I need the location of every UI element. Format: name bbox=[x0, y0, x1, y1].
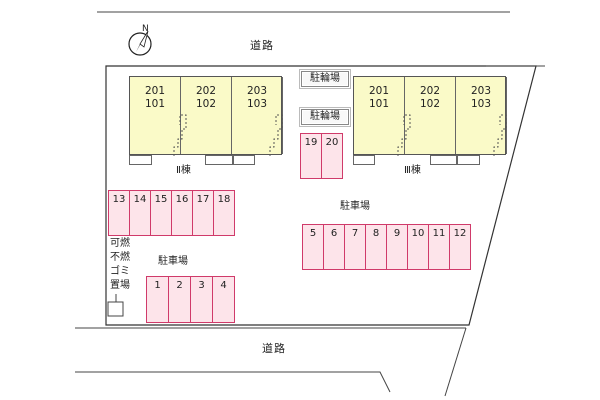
garbage-char: ゴ bbox=[110, 266, 120, 277]
unit-number-lower: 103 bbox=[470, 98, 492, 110]
unit-number-lower: 102 bbox=[419, 98, 441, 110]
north-arrow-icon: N bbox=[128, 24, 152, 56]
unit-column: 202 102 bbox=[405, 77, 456, 154]
parking-space: 19 bbox=[300, 133, 322, 179]
building-label-ii: Ⅱ棟 bbox=[176, 165, 191, 176]
unit-column: 201 101 bbox=[354, 77, 405, 154]
unit-number-upper: 201 bbox=[144, 85, 166, 97]
unit-number-upper: 202 bbox=[195, 85, 217, 97]
parking-space: 13 bbox=[108, 190, 130, 236]
parking-area-label: 駐車場 bbox=[340, 201, 370, 212]
unit-number-lower: 101 bbox=[368, 98, 390, 110]
unit-number-lower: 102 bbox=[195, 98, 217, 110]
unit-number-lower: 103 bbox=[246, 98, 268, 110]
stair-outline bbox=[397, 114, 507, 156]
bicycle-parking-label: 駐輪場 bbox=[299, 69, 351, 89]
parking-space: 17 bbox=[192, 190, 214, 236]
unit-number-lower: 101 bbox=[144, 98, 166, 110]
parking-space: 9 bbox=[386, 224, 408, 270]
entrance-step bbox=[430, 155, 457, 165]
unit-number-upper: 201 bbox=[368, 85, 390, 97]
unit-number-upper: 203 bbox=[246, 85, 268, 97]
entrance-step bbox=[205, 155, 233, 165]
building-iii: 201 101 202 102 203 103 bbox=[353, 76, 507, 156]
parking-area-label: 駐車場 bbox=[158, 256, 188, 267]
parking-row-19-20: 19 20 bbox=[300, 133, 343, 179]
parking-space: 14 bbox=[129, 190, 151, 236]
parking-space: 4 bbox=[212, 276, 235, 323]
unit-number-upper: 202 bbox=[419, 85, 441, 97]
garbage-char: 燃 bbox=[120, 238, 130, 249]
parking-row-13-18: 13 14 15 16 17 18 bbox=[108, 190, 235, 236]
parking-space: 7 bbox=[344, 224, 366, 270]
entrance-step bbox=[457, 155, 480, 165]
garbage-bin-icon bbox=[107, 294, 124, 317]
parking-space: 10 bbox=[407, 224, 429, 270]
north-label: N bbox=[142, 24, 149, 34]
garbage-char: 燃 bbox=[120, 252, 130, 263]
stair-outline bbox=[173, 114, 283, 156]
parking-row-5-12: 5 6 7 8 9 10 11 12 bbox=[302, 224, 471, 270]
parking-space: 1 bbox=[146, 276, 169, 323]
unit-column: 201 101 bbox=[130, 77, 181, 154]
parking-space: 2 bbox=[168, 276, 191, 323]
garbage-char: 場 bbox=[120, 280, 130, 291]
parking-space: 20 bbox=[321, 133, 343, 179]
entrance-step bbox=[129, 155, 152, 165]
garbage-char: 置 bbox=[110, 280, 120, 291]
parking-space: 12 bbox=[449, 224, 471, 270]
parking-row-1-4: 1 2 3 4 bbox=[146, 276, 235, 323]
unit-column: 202 102 bbox=[181, 77, 232, 154]
garbage-char: ミ bbox=[120, 266, 130, 277]
parking-space: 8 bbox=[365, 224, 387, 270]
bicycle-parking-label: 駐輪場 bbox=[299, 107, 351, 127]
building-ii: 201 101 202 102 203 103 bbox=[129, 76, 283, 156]
parking-space: 18 bbox=[213, 190, 235, 236]
garbage-char: 不 bbox=[110, 252, 120, 263]
entrance-step bbox=[353, 155, 375, 165]
parking-space: 11 bbox=[428, 224, 450, 270]
parking-space: 6 bbox=[323, 224, 345, 270]
unit-number-upper: 203 bbox=[470, 85, 492, 97]
entrance-step bbox=[233, 155, 255, 165]
parking-space: 3 bbox=[190, 276, 213, 323]
garbage-area-label: 可燃 不燃 ゴミ 置場 bbox=[107, 237, 133, 293]
building-label-iii: Ⅲ棟 bbox=[404, 165, 421, 176]
parking-space: 15 bbox=[150, 190, 172, 236]
parking-space: 16 bbox=[171, 190, 193, 236]
road-label-top: 道路 bbox=[250, 39, 274, 52]
road-label-bottom: 道路 bbox=[262, 342, 286, 355]
garbage-char: 可 bbox=[110, 238, 120, 249]
parking-space: 5 bbox=[302, 224, 324, 270]
